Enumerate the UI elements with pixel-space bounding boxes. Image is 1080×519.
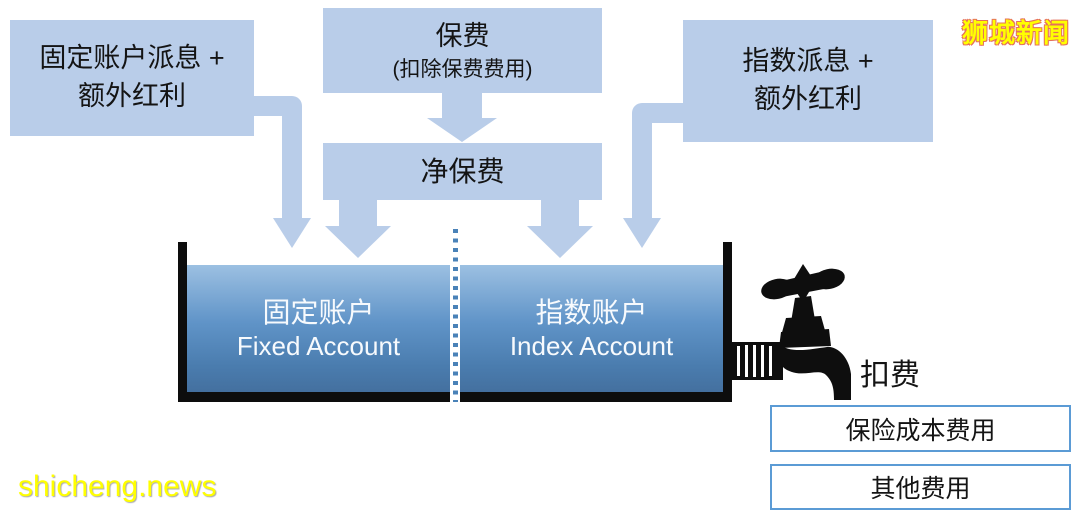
fixed-account-label-en: Fixed Account	[236, 330, 401, 361]
tank-wall-right	[723, 242, 732, 402]
index-dividend-line1: 指数派息 +	[742, 46, 874, 77]
account-tank: 固定账户 Fixed Account 指数账户 Index Account	[178, 229, 732, 402]
other-fees-box: 其他费用	[770, 464, 1071, 510]
index-dividend-box: 指数派息 + 额外红利	[683, 20, 933, 142]
brand-watermark: 狮城新闻	[961, 18, 1070, 48]
index-account-label-en: Index Account	[509, 330, 674, 361]
premium-subtitle: (扣除保费费用)	[392, 57, 533, 81]
other-fees-label: 其他费用	[870, 475, 971, 503]
down-arrow-premium	[427, 91, 497, 142]
fixed-account-label-zh: 固定账户	[262, 296, 375, 328]
net-premium-box: 净保费	[323, 143, 602, 200]
elbow-arrow-right	[623, 103, 686, 248]
deduct-fees-label: 扣费	[860, 359, 920, 392]
premium-title: 保费	[435, 20, 490, 51]
fixed-dividend-line2: 额外红利	[78, 81, 186, 111]
premium-box: 保费 (扣除保费费用)	[323, 8, 602, 93]
faucet-icon	[730, 264, 851, 400]
fixed-dividend-box: 固定账户派息 + 额外红利	[10, 20, 254, 136]
tank-divider-dots	[452, 229, 458, 402]
fixed-dividend-line1: 固定账户派息 +	[39, 43, 225, 74]
site-watermark: shicheng.news	[18, 470, 217, 503]
tank-wall-left	[178, 242, 187, 402]
insurance-cost-fee-label: 保险成本费用	[845, 416, 996, 445]
index-dividend-line2: 额外红利	[754, 84, 862, 114]
net-premium-label: 净保费	[420, 155, 505, 187]
index-account-section: 指数账户 Index Account	[460, 265, 723, 392]
fixed-account-section: 固定账户 Fixed Account	[187, 265, 450, 392]
elbow-arrow-left	[250, 96, 311, 248]
index-account-label-zh: 指数账户	[535, 296, 648, 328]
insurance-cost-fee-box: 保险成本费用	[770, 405, 1071, 452]
tank-divider	[450, 229, 460, 402]
